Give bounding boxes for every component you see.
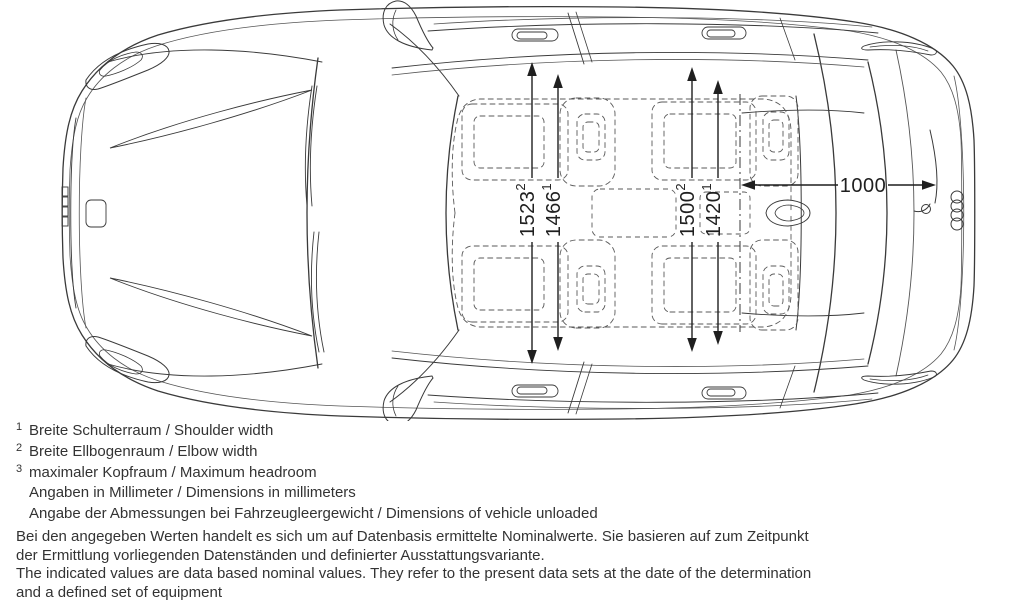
cargo-shelf-line (741, 109, 865, 114)
center-console-group (591, 188, 751, 238)
roof-rail (427, 23, 879, 34)
hood-side-line (107, 49, 323, 63)
dimension-arrows (527, 62, 936, 364)
dimension-arrow-front-shoulder (553, 74, 563, 351)
tailgate-outer-edge (895, 49, 915, 377)
front-emblem (61, 186, 107, 228)
dimension-label-rear-elbow: 15002 (673, 183, 700, 237)
b-pillar-line (575, 11, 593, 63)
taillight (861, 41, 937, 56)
front-seat (461, 97, 616, 187)
footnote-text: Angabe der Abmessungen bei Fahrzeugleerg… (29, 505, 598, 523)
front-bumper-line (70, 117, 77, 309)
footnote-unloaded: Angabe der Abmessungen bei Fahrzeugleerg… (16, 504, 598, 525)
footnote-text: Breite Ellbogenraum / Elbow width (29, 442, 258, 460)
car-symmetric-details (85, 0, 937, 214)
footnote-units: Angaben in Millimeter / Dimensions in mi… (16, 483, 598, 504)
dimension-arrow-rear-elbow (687, 67, 697, 352)
windshield-base (306, 57, 319, 369)
rear-center-armrest (699, 191, 751, 235)
disclaimer-line: Bei den angegeben Werten handelt es sich… (16, 528, 809, 545)
car-outline (61, 5, 976, 421)
headlight (85, 42, 170, 90)
roof-front-edge (445, 95, 459, 331)
a-pillar (389, 23, 460, 97)
interior-dashed (451, 95, 799, 214)
footnote-marker: 2 (16, 441, 23, 454)
dimension-arrow-front-elbow (527, 62, 537, 364)
window-sill-line (391, 59, 865, 76)
center-console (591, 188, 677, 238)
roof-rail (433, 17, 873, 28)
rear-wiper (913, 129, 938, 214)
dimension-label-load-length: 1000 (840, 175, 887, 197)
footnote-text: maximaler Kopfraum / Maximum headroom (29, 463, 317, 481)
rear-seatback-edge (795, 95, 802, 331)
dimension-arrow-rear-shoulder (713, 80, 723, 345)
windshield-wipers (304, 85, 325, 353)
car-inner-outline (68, 16, 963, 410)
disclaimer-line: der Ermittlung vorliegenden Datenständen… (16, 546, 545, 564)
car-top-view-diagram: 15232 14661 15002 14201 1000 (61, 0, 976, 421)
dimension-label-rear-shoulder: 14201 (699, 183, 726, 237)
dimension-label-front-shoulder: 14661 (539, 183, 566, 237)
front-bumper-line (78, 97, 87, 329)
footnote-marker: 3 (16, 462, 23, 475)
disclaimer-line: The indicated values are data based nomi… (16, 565, 812, 583)
roof-rear-edge (813, 33, 837, 393)
door-handle (511, 26, 747, 42)
side-mirror (382, 0, 434, 51)
rear-door-line (779, 17, 796, 61)
dimension-label-front-elbow: 15232 (513, 183, 540, 237)
footnote-shoulder-width: 1 Breite Schulterraum / Shoulder width (16, 421, 598, 442)
footnote-marker: 1 (16, 421, 23, 433)
hood-crease (109, 89, 313, 149)
footnote-headroom: 3 maximaler Kopfraum / Maximum headroom (16, 463, 598, 484)
rear-bumper-line (953, 75, 965, 351)
roof-antenna (765, 199, 811, 227)
dimension-arrow-load-length (741, 180, 936, 190)
footnote-text: Breite Schulterraum / Shoulder width (29, 422, 274, 439)
footnote-elbow-width: 2 Breite Ellbogenraum / Elbow width (16, 442, 598, 463)
tailgate-inner-edge (867, 61, 888, 365)
cabin-boundary (451, 98, 792, 214)
audi-rings-logo (950, 190, 964, 231)
b-pillar-line (567, 12, 585, 65)
disclaimer: Bei den angegeben Werten handelt es sich… (16, 528, 811, 602)
footnote-text: Angaben in Millimeter / Dimensions in mi… (29, 484, 356, 502)
window-sill-line (391, 51, 869, 69)
disclaimer-line: and a defined set of equipment (16, 583, 222, 601)
rear-seat (651, 95, 799, 187)
